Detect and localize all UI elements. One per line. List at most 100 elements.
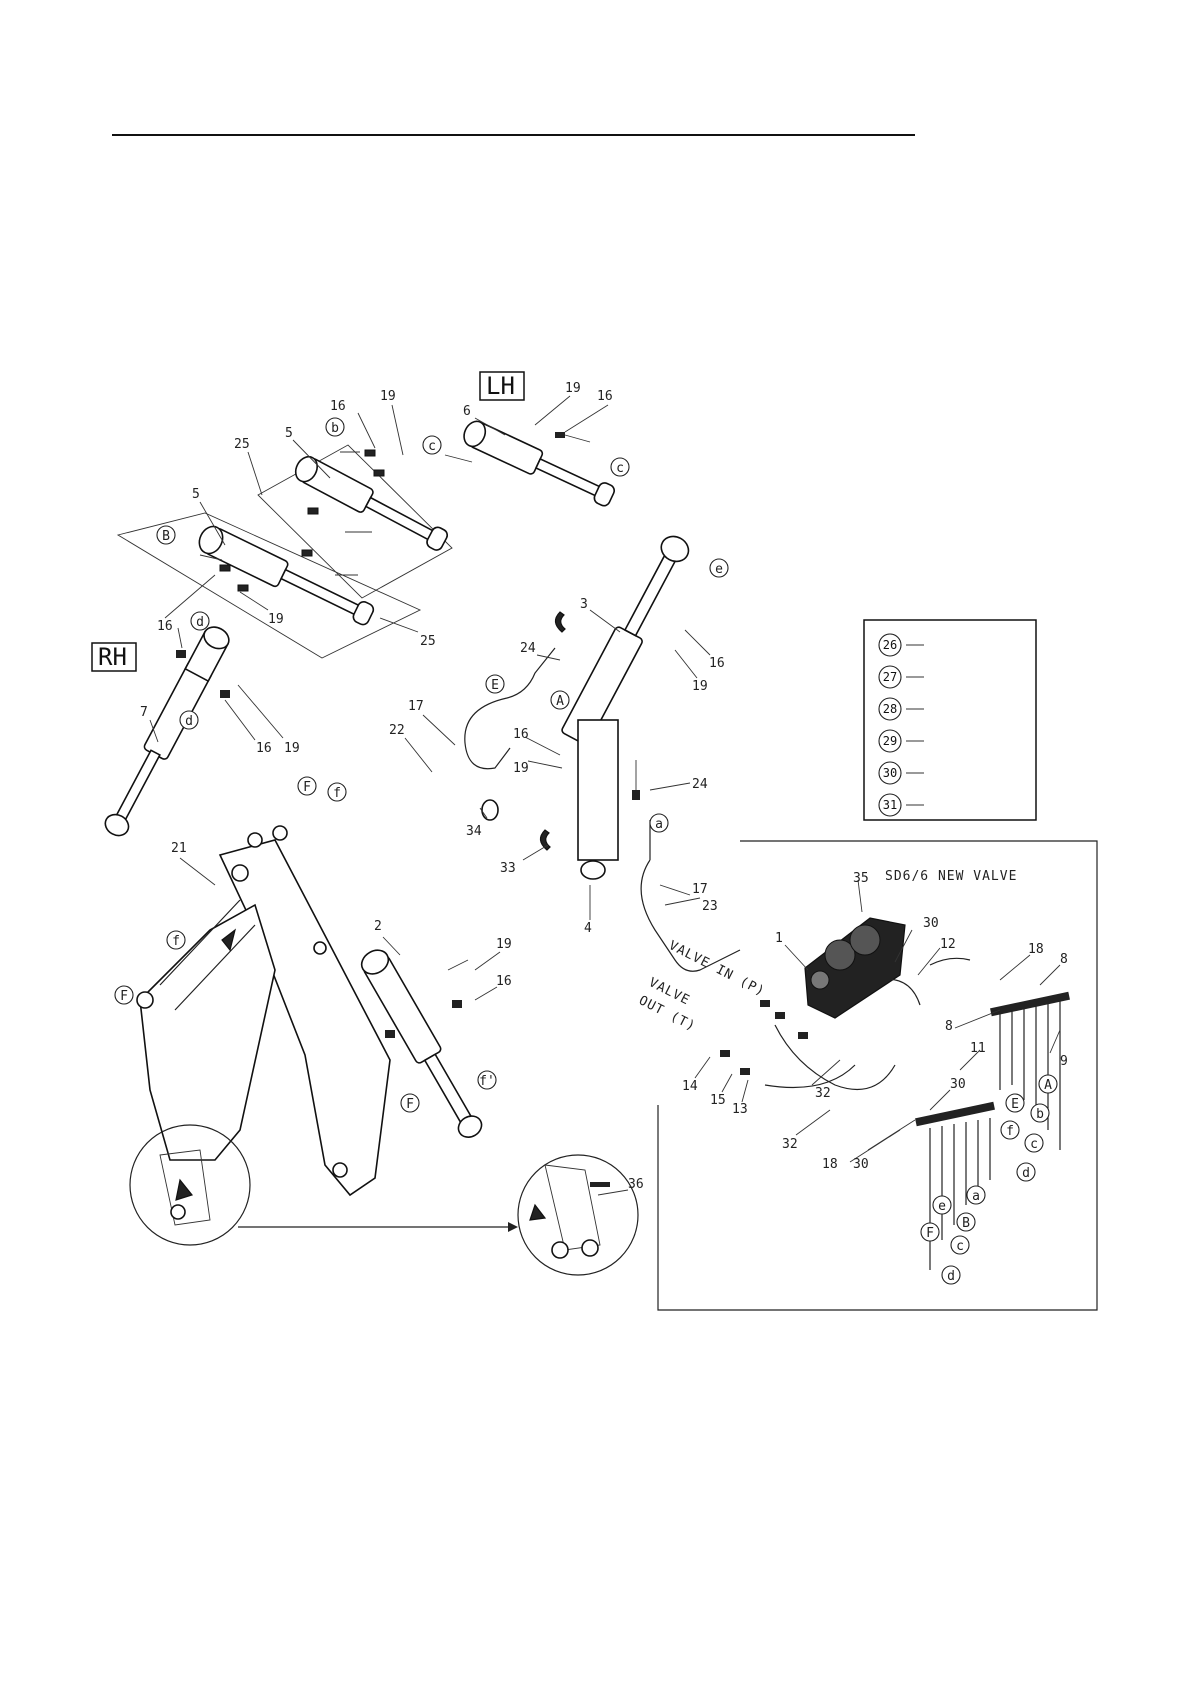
- control-valve-block: [805, 918, 905, 1018]
- svg-text:F: F: [120, 989, 128, 1004]
- callout-16: 16: [330, 399, 346, 414]
- callout-13: 13: [732, 1102, 748, 1117]
- port-d: d: [191, 612, 209, 630]
- callout-12: 12: [940, 937, 956, 952]
- callout-5: 5: [192, 487, 200, 502]
- port-b: b: [326, 418, 344, 436]
- valve-area-frame: [658, 841, 1097, 1310]
- svg-text:c: c: [428, 439, 436, 454]
- callout-7: 7: [140, 705, 148, 720]
- legend-number: 28: [883, 702, 897, 716]
- callout-23: 23: [702, 899, 718, 914]
- callout-34: 34: [466, 824, 482, 839]
- callout-25: 25: [420, 634, 436, 649]
- port-f: f: [328, 783, 346, 801]
- callout-5: 5: [285, 426, 293, 441]
- svg-text:B: B: [162, 529, 170, 544]
- callout-4: 4: [584, 921, 592, 936]
- svg-text:c: c: [956, 1239, 964, 1254]
- svg-text:F: F: [406, 1097, 414, 1112]
- port-A: A: [1039, 1075, 1057, 1093]
- port-d: d: [180, 711, 198, 729]
- port-c: c: [1025, 1134, 1043, 1152]
- callout-19: 19: [692, 679, 708, 694]
- callout-16: 16: [256, 741, 272, 756]
- port-F: F: [298, 777, 316, 795]
- callout-19: 19: [268, 612, 284, 627]
- port-F: F: [921, 1223, 939, 1241]
- legend-number: 30: [883, 766, 897, 780]
- lh-cylinder: [445, 418, 617, 510]
- port-c: c: [423, 436, 441, 454]
- callout-9: 9: [1060, 1054, 1068, 1069]
- callout-8: 8: [945, 1019, 953, 1034]
- lh-label: LH: [486, 372, 515, 400]
- callout-19: 19: [496, 937, 512, 952]
- port-A: A: [551, 691, 569, 709]
- svg-text:d: d: [196, 615, 204, 630]
- port-f-prime: f': [478, 1071, 496, 1089]
- svg-text:a: a: [655, 817, 663, 832]
- legend-number: 31: [883, 798, 897, 812]
- callout-16: 16: [597, 389, 613, 404]
- port-a: a: [967, 1186, 985, 1204]
- svg-text:f: f: [333, 786, 341, 801]
- port-F: F: [115, 986, 133, 1004]
- callout-17: 17: [408, 699, 424, 714]
- port-E: E: [1006, 1094, 1024, 1112]
- callout-24: 24: [520, 641, 536, 656]
- callout-8: 8: [1060, 952, 1068, 967]
- port-a: a: [650, 814, 668, 832]
- svg-text:a: a: [972, 1189, 980, 1204]
- svg-text:c: c: [616, 461, 624, 476]
- callout-15: 15: [710, 1093, 726, 1108]
- port-e: e: [933, 1196, 951, 1214]
- callout-18: 18: [1028, 942, 1044, 957]
- port-f: f: [167, 931, 185, 949]
- svg-text:E: E: [491, 678, 499, 693]
- callout-30: 30: [853, 1157, 869, 1172]
- callout-22: 22: [389, 723, 405, 738]
- callout-25: 25: [234, 437, 250, 452]
- callout-30: 30: [923, 916, 939, 931]
- svg-text:d: d: [1022, 1166, 1030, 1181]
- svg-text:b: b: [1036, 1107, 1044, 1122]
- callout-6: 6: [463, 404, 471, 419]
- svg-text:b: b: [331, 421, 339, 436]
- svg-text:A: A: [556, 694, 564, 709]
- port-d: d: [1017, 1163, 1035, 1181]
- callout-2: 2: [374, 919, 382, 934]
- svg-text:e: e: [938, 1199, 946, 1214]
- legend-number: 29: [883, 734, 897, 748]
- callout-16: 16: [513, 727, 529, 742]
- port-e: e: [710, 559, 728, 577]
- port-B: B: [157, 526, 175, 544]
- callout-36: 36: [628, 1177, 644, 1192]
- callout-19: 19: [284, 741, 300, 756]
- callout-3: 3: [580, 597, 588, 612]
- callout-1: 1: [775, 931, 783, 946]
- callout-21: 21: [171, 841, 187, 856]
- hose-22: [465, 648, 555, 769]
- callout-16: 16: [709, 656, 725, 671]
- boom-arm: [137, 826, 390, 1195]
- svg-text:c: c: [1030, 1137, 1038, 1152]
- callout-33: 33: [500, 861, 516, 876]
- svg-text:A: A: [1044, 1078, 1052, 1093]
- callout-32: 32: [782, 1137, 798, 1152]
- callout-30: 30: [950, 1077, 966, 1092]
- port-f: f: [1001, 1121, 1019, 1139]
- callout-35: 35: [853, 871, 869, 886]
- port-F: F: [401, 1094, 419, 1112]
- port-B: B: [957, 1213, 975, 1231]
- callout-17: 17: [692, 882, 708, 897]
- svg-text:d: d: [185, 714, 193, 729]
- svg-text:d: d: [947, 1269, 955, 1284]
- callout-19: 19: [565, 381, 581, 396]
- svg-text:f: f: [1006, 1124, 1014, 1139]
- port-c: c: [611, 458, 629, 476]
- legend-number: 27: [883, 670, 897, 684]
- svg-text:E: E: [1011, 1097, 1019, 1112]
- svg-text:f': f': [479, 1074, 495, 1089]
